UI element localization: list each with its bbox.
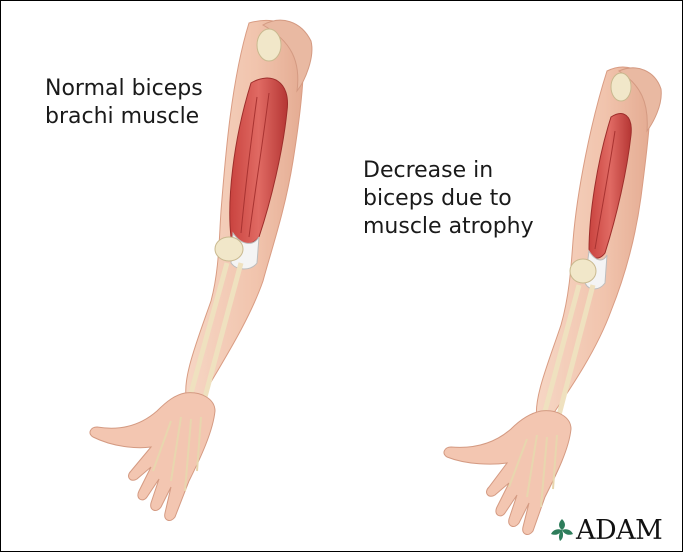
normal-biceps-label: Normal biceps brachi muscle xyxy=(45,75,203,131)
adam-logo-text: ADAM xyxy=(576,515,662,546)
atrophy-elbow-joint xyxy=(570,259,596,283)
atrophy-humerus-head xyxy=(611,73,631,101)
adam-logo: ADAM xyxy=(549,513,662,547)
atrophy-biceps-label: Decrease in biceps due to muscle atrophy xyxy=(363,157,534,241)
adam-leaf-icon xyxy=(549,517,575,543)
